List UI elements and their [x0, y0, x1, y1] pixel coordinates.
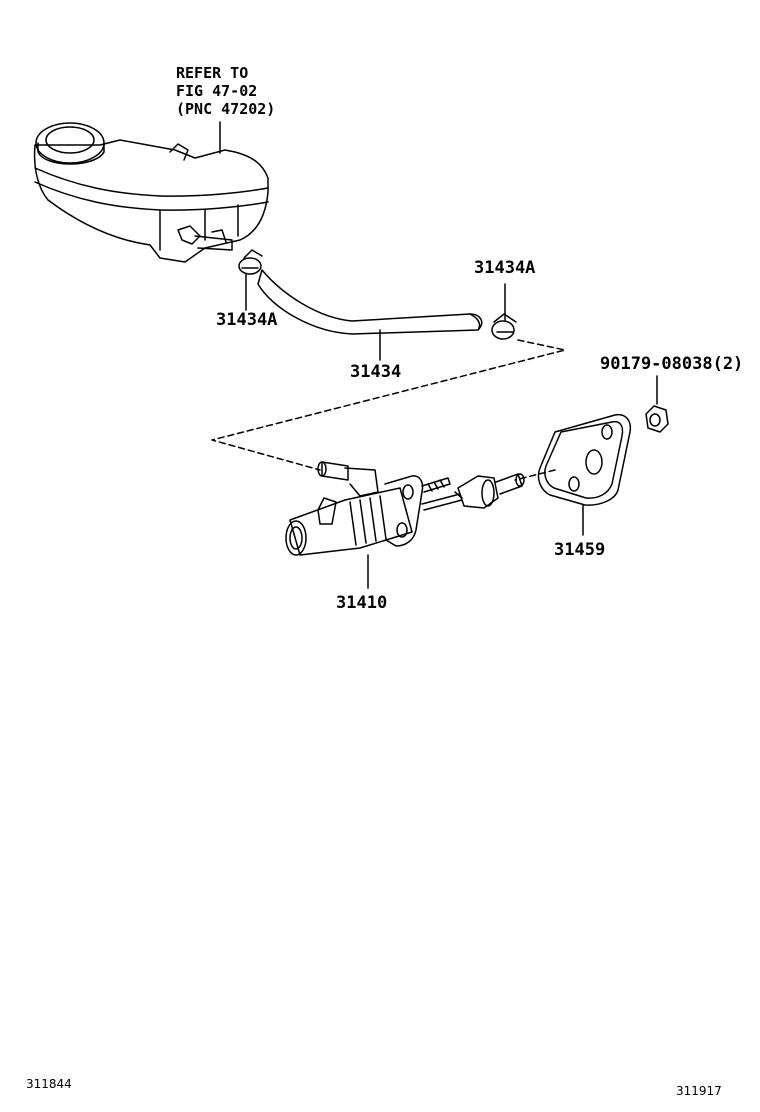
footer-left-code: 311844 — [26, 1077, 72, 1091]
clip-right — [491, 313, 517, 340]
label-hose: 31434 — [350, 362, 402, 382]
reservoir-tank — [33, 122, 269, 263]
dashed-connection-line — [211, 339, 566, 471]
clip-left — [238, 249, 263, 275]
label-master-cylinder: 31410 — [336, 593, 388, 613]
refer-note-line-3: (PNC 47202) — [176, 100, 276, 118]
hose — [257, 269, 483, 335]
label-clip-right: 31434A — [474, 258, 536, 278]
label-nut: 90179-08038(2) — [600, 354, 744, 374]
gasket — [537, 413, 632, 506]
refer-note-line-2: FIG 47-02 — [176, 82, 258, 100]
refer-note-line-1: REFER TO — [176, 64, 249, 82]
footer-right-code: 311917 — [676, 1084, 722, 1098]
label-clip-left: 31434A — [216, 310, 278, 330]
label-gasket: 31459 — [554, 540, 606, 560]
master-cylinder — [285, 461, 525, 556]
nut — [645, 405, 669, 433]
